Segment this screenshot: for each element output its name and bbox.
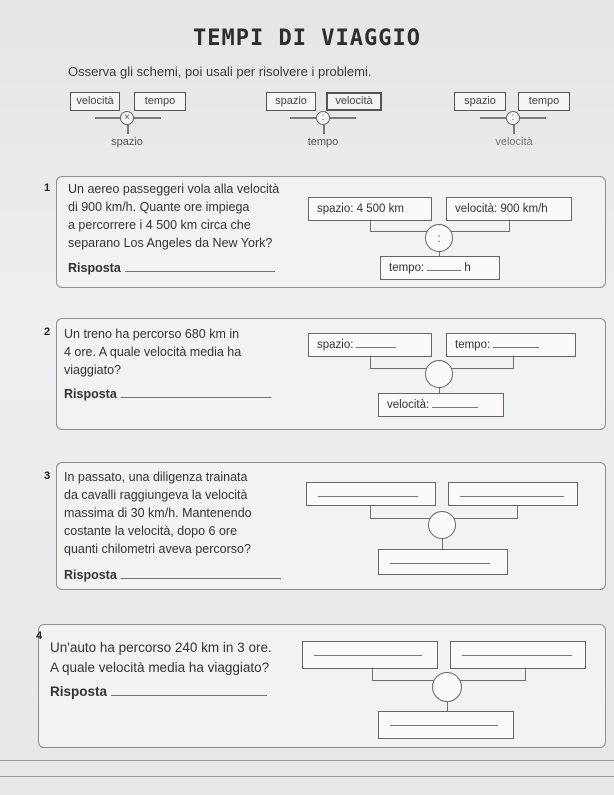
problem-4-box-b: [450, 641, 586, 669]
problem-3-line-3: massima di 30 km/h. Mantenendo: [64, 506, 252, 520]
problem-3-line-1: In passato, una diligenza trainata: [64, 470, 248, 484]
problem-2-answer: Risposta: [64, 387, 271, 401]
schema-3-stem: [513, 125, 515, 134]
problem-1-stem: [439, 252, 440, 256]
problem-4-operator-circle[interactable]: [432, 672, 462, 702]
problem-1-result-field[interactable]: [427, 259, 462, 271]
problem-2-result-box: velocità:: [378, 393, 504, 417]
problem-2-spazio-field[interactable]: [356, 336, 397, 348]
problem-3-line-4: costante la velocità, dopo 6 ore: [64, 524, 238, 538]
problem-4-result-field[interactable]: [390, 714, 498, 726]
problem-3-box-a: [306, 482, 436, 506]
problem-3-box-a-field[interactable]: [318, 485, 418, 497]
problem-4-tick-right: [525, 669, 526, 680]
problem-4-box-b-field[interactable]: [462, 644, 572, 656]
problem-2-operator-circle[interactable]: [425, 360, 453, 388]
bottom-rule-2: [0, 776, 614, 777]
problem-3-answer-label: Risposta: [64, 568, 117, 582]
page-title: TEMPI DI VIAGGIO: [193, 26, 421, 51]
problem-3-line-2: da cavalli raggiungeva la velocità: [64, 488, 248, 502]
problem-3-number: 3: [44, 470, 51, 482]
problem-4-number: 4: [36, 630, 43, 642]
schema-1-operator: ×: [120, 111, 134, 125]
problem-2-box-tempo: tempo:: [446, 333, 576, 357]
problem-1-text: Un aereo passeggeri vola alla velocità d…: [68, 180, 279, 252]
problem-1-answer-label: Risposta: [68, 261, 121, 275]
problem-3-result-field[interactable]: [390, 552, 490, 564]
problem-3-line-5: quanti chilometri aveva percorso?: [64, 542, 251, 556]
problem-1-line-4: separano Los Angeles da New York?: [68, 236, 273, 250]
schema-1-operand-b: tempo: [134, 92, 186, 111]
schema-1-operand-a: velocità: [70, 92, 120, 111]
problem-1-operator: :: [425, 224, 453, 252]
problem-3-operator-circle[interactable]: [428, 511, 456, 539]
problem-4-line-2: A quale velocità media ha viaggiato?: [50, 660, 270, 675]
problem-1-result-label: tempo:: [389, 262, 425, 274]
problem-1-result-box: tempo: h: [380, 256, 500, 280]
problem-2-line-2: 4 ore. A quale velocità media ha: [64, 345, 242, 359]
schema-2-operand-b: velocità: [326, 92, 382, 111]
schema-3-operand-b: tempo: [518, 92, 570, 111]
problem-3-box-b-field[interactable]: [460, 485, 564, 497]
problem-1-number: 1: [44, 182, 51, 194]
schema-3-result: velocità: [495, 136, 533, 148]
problem-3-box-b: [448, 482, 578, 506]
problem-3-answer: Risposta: [64, 568, 281, 582]
schema-3-operator: :: [506, 111, 520, 125]
bottom-rule-1: [0, 760, 614, 761]
problem-1-tick-right: [509, 221, 510, 231]
problem-1-answer-line[interactable]: [124, 261, 275, 272]
problem-4-stem: [447, 702, 448, 711]
problem-2-box-tempo-label: tempo:: [455, 339, 491, 351]
problem-2-tick-right: [513, 357, 514, 368]
schema-2-result: tempo: [307, 136, 339, 148]
problem-4-result-box: [378, 711, 514, 739]
problem-2-line-1: Un treno ha percorso 680 km in: [64, 327, 240, 341]
problem-1-line-2: di 900 km/h. Quante ore impiega: [68, 200, 250, 214]
schema-2-operand-a: spazio: [266, 92, 316, 111]
problem-2-number: 2: [44, 326, 51, 338]
problem-1-card: [56, 176, 606, 288]
problem-3-result-box: [378, 549, 508, 575]
problem-2-line-3: viaggiato?: [64, 363, 121, 377]
problem-4-box-a-field[interactable]: [314, 644, 422, 656]
problem-4-answer-label: Risposta: [50, 684, 108, 699]
problem-4-answer: Risposta: [50, 684, 268, 699]
problem-4-box-a: [302, 641, 438, 669]
problem-3-stem: [442, 539, 443, 549]
problem-2-tempo-field[interactable]: [493, 336, 540, 348]
problem-4-answer-line[interactable]: [111, 685, 268, 696]
problem-2-result-label: velocità:: [387, 399, 430, 411]
problem-2-stem: [439, 388, 440, 393]
problem-1-line-1: Un aereo passeggeri vola alla velocità: [68, 182, 280, 196]
problem-2-answer-label: Risposta: [64, 387, 117, 401]
problem-1-answer: Risposta: [68, 261, 275, 275]
problem-4-line-1: Un'auto ha percorso 240 km in 3 ore.: [50, 640, 272, 655]
problem-3-tick-left: [370, 506, 371, 518]
schema-2-stem: [323, 125, 325, 134]
instructions: Osserva gli schemi, poi usali per risolv…: [68, 64, 372, 79]
problem-2-result-field[interactable]: [432, 396, 479, 408]
problem-2-tick-left: [370, 357, 371, 368]
schema-3-operand-a: spazio: [454, 92, 506, 111]
schema-1-stem: [127, 125, 129, 134]
problem-3-text: In passato, una diligenza trainata da ca…: [64, 468, 252, 558]
problem-1-box-spazio: spazio: 4 500 km: [308, 197, 432, 221]
problem-2-box-spazio-label: spazio:: [317, 339, 354, 351]
problem-1-result-unit: h: [464, 262, 471, 274]
problem-4-text: Un'auto ha percorso 240 km in 3 ore. A q…: [50, 638, 272, 678]
problem-2-answer-line[interactable]: [120, 387, 271, 398]
problem-1-tick-left: [370, 221, 371, 231]
problem-2-box-spazio: spazio:: [308, 333, 432, 357]
problem-1-line-3: a percorrere i 4 500 km circa che: [68, 218, 251, 232]
problem-4-tick-left: [372, 669, 373, 680]
problem-1-box-velocita: velocità: 900 km/h: [446, 197, 572, 221]
problem-3-tick-right: [517, 506, 518, 518]
schema-1-result: spazio: [111, 136, 143, 148]
problem-2-text: Un treno ha percorso 680 km in 4 ore. A …: [64, 325, 241, 379]
schema-2-operator: :: [316, 111, 330, 125]
problem-3-answer-line[interactable]: [120, 568, 281, 579]
